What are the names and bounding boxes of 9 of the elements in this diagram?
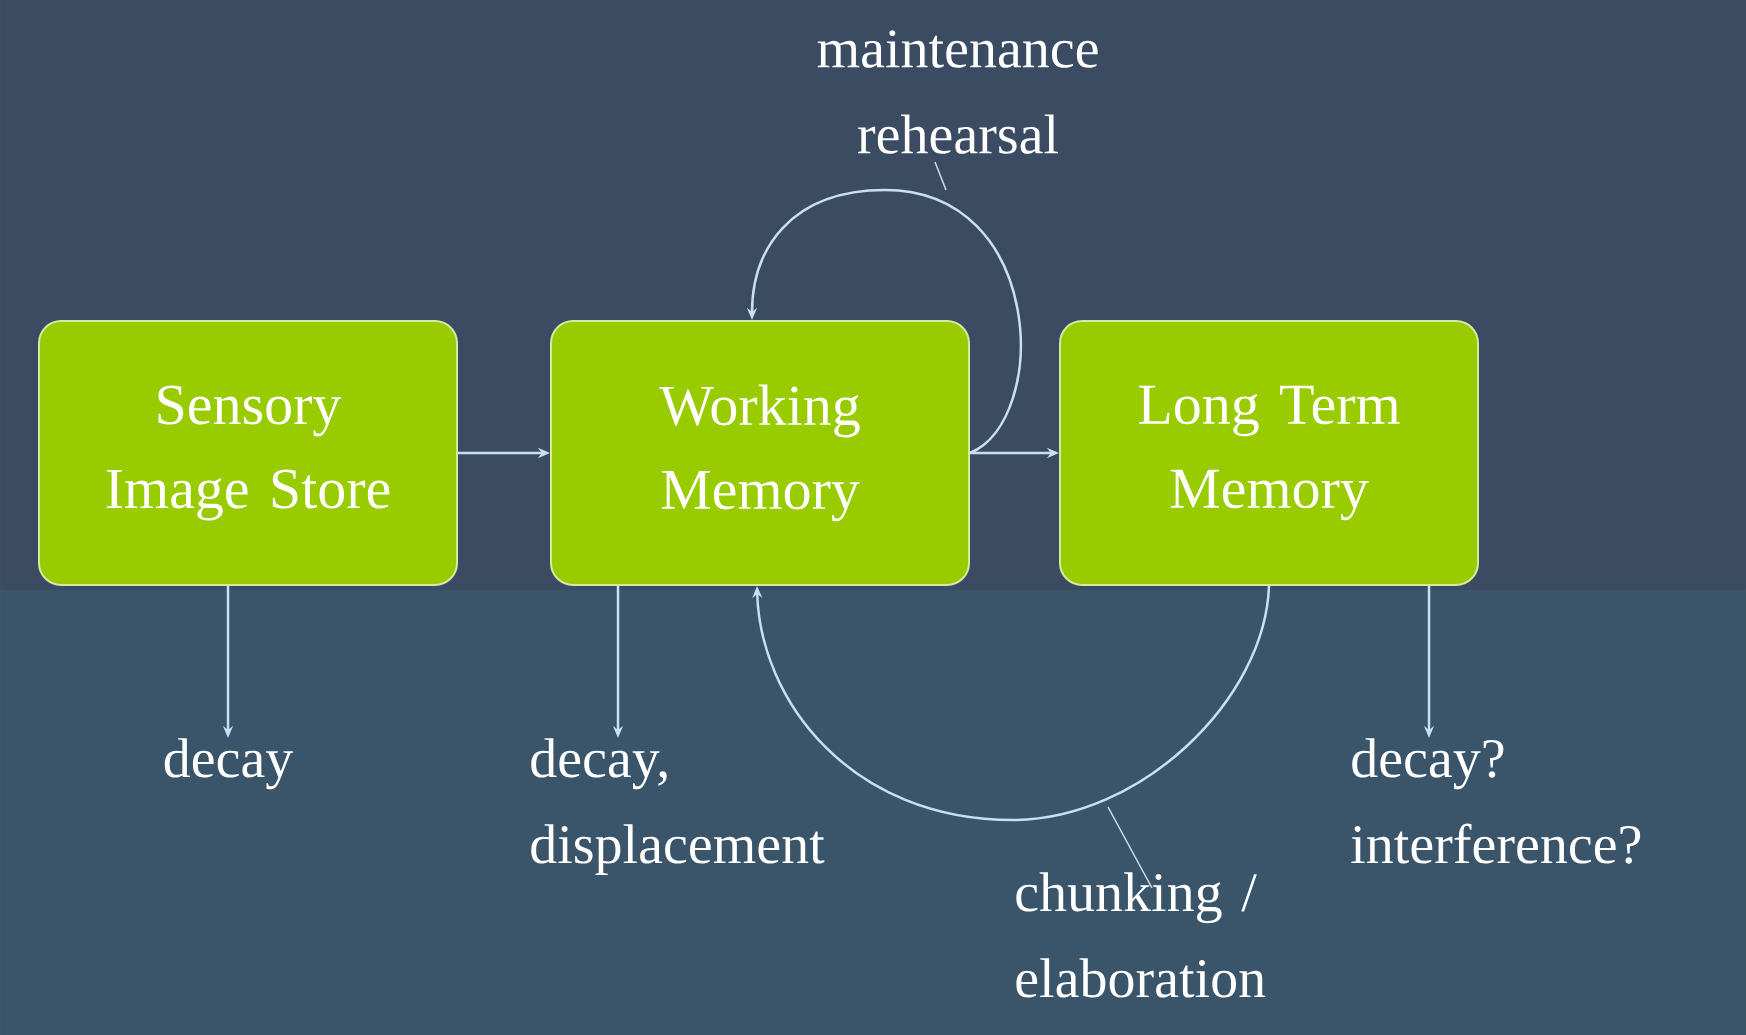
outcome-label: decay? interference? [1351,738,1641,864]
memory-box: Working Memory [550,320,970,586]
loop-arrow [752,585,1271,822]
outcome-label: decay, displacement [531,738,825,875]
outcome-label: decay [164,738,294,790]
edge-label: chunking / elaboration [1016,872,1266,998]
edge-label: maintenance rehearsal [817,30,1098,154]
memory-box: Sensory Image Store [38,320,458,586]
memory-box: Long Term Memory [1059,320,1479,586]
